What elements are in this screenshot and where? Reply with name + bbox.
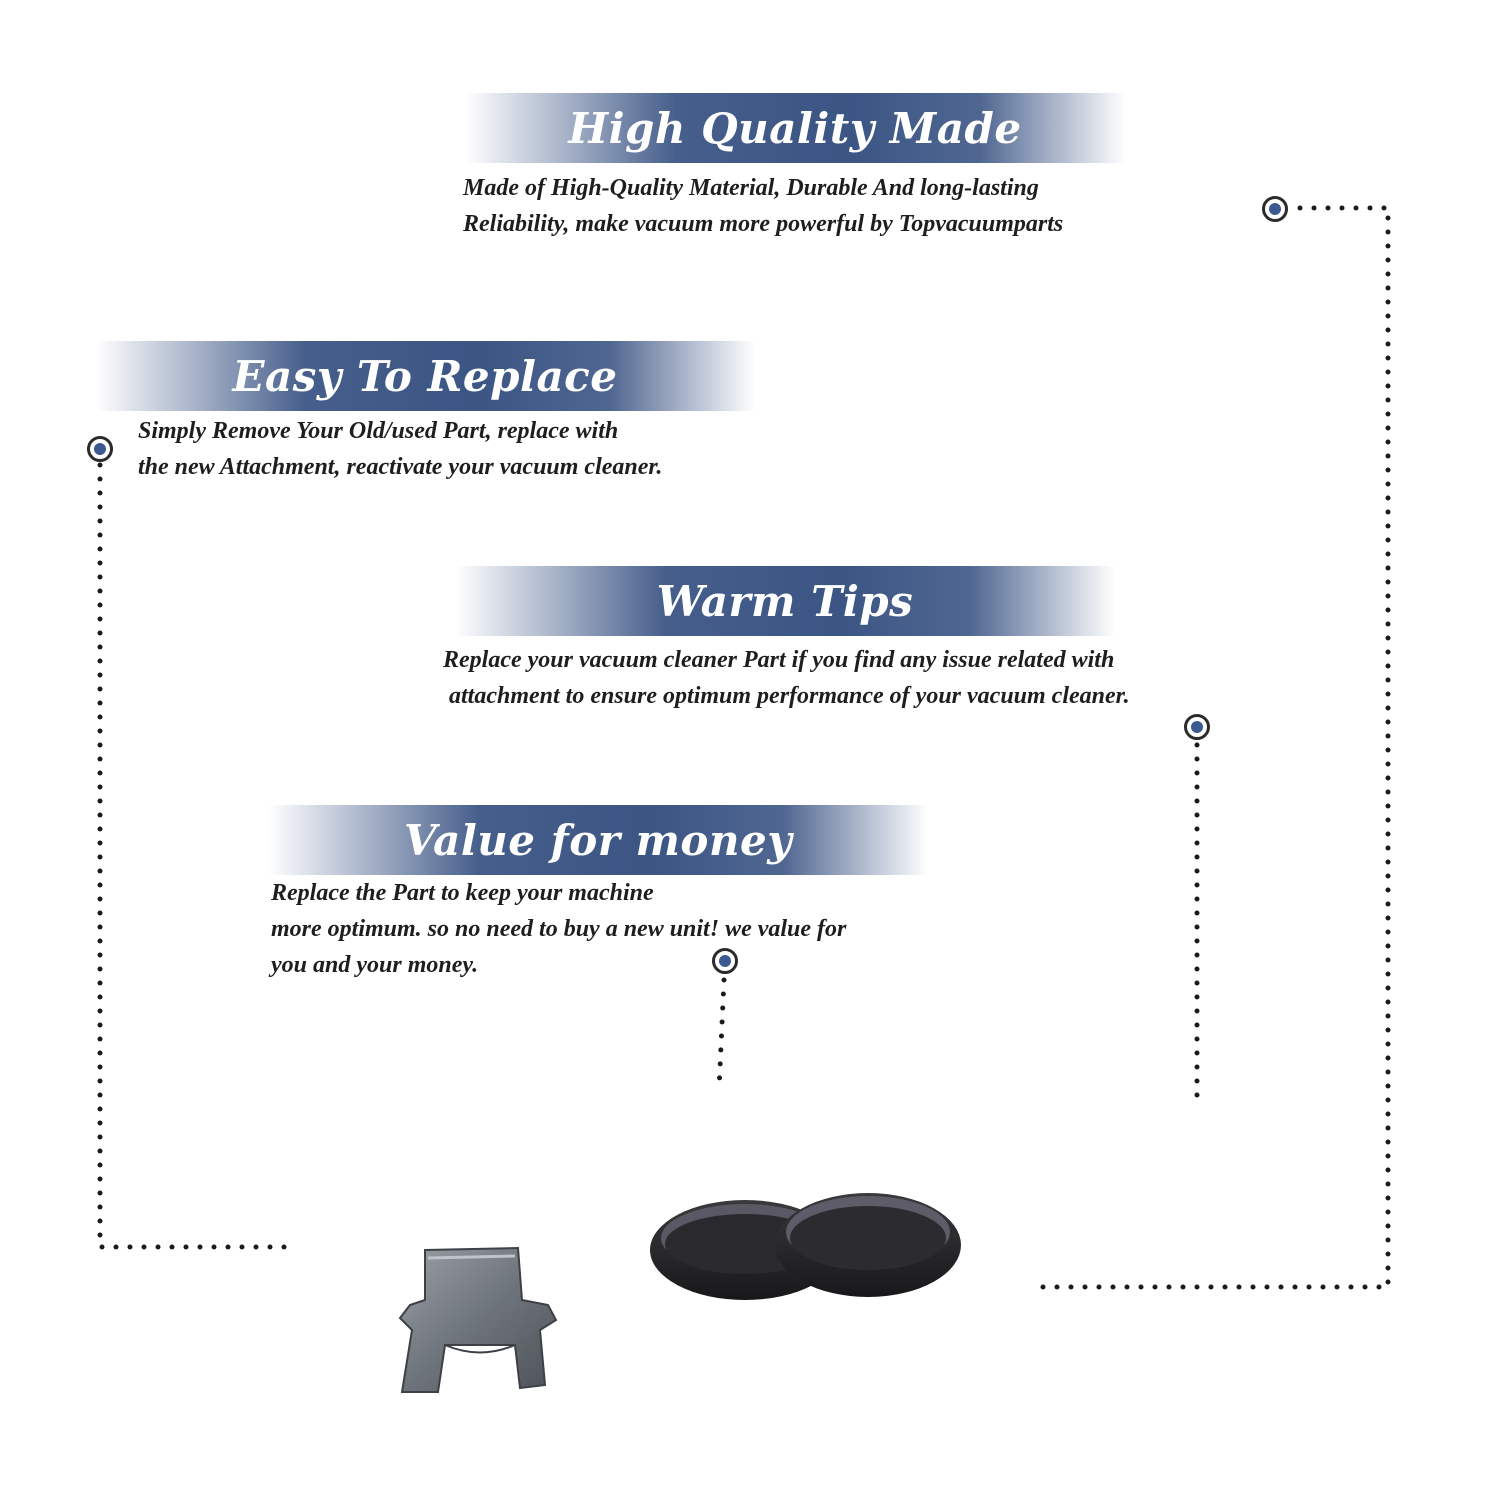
drive-belts-image — [650, 1193, 961, 1300]
description-line: the new Attachment, reactivate your vacu… — [138, 454, 663, 480]
description-line: attachment to ensure optimum performance… — [443, 683, 1130, 709]
connector-high-quality — [1037, 205, 1391, 1290]
connector-value — [716, 977, 727, 1093]
description-line: Replace your vacuum cleaner Part if you … — [443, 647, 1115, 673]
section-title: Value for money — [403, 815, 793, 865]
connector-easy-replace — [97, 462, 298, 1250]
description-line: more optimum. so no need to buy a new un… — [271, 916, 847, 942]
description-line: Replace the Part to keep your machine — [271, 880, 654, 906]
description-line: Simply Remove Your Old/used Part, replac… — [138, 418, 619, 444]
banner-easy-replace: Easy To Replace — [95, 341, 755, 411]
description-line: Reliability, make vacuum more powerful b… — [463, 211, 1064, 237]
metal-clip-image — [398, 1246, 558, 1393]
description-line: you and your money. — [271, 952, 479, 978]
marker-icon — [712, 948, 738, 974]
marker-icon — [87, 436, 113, 462]
section-title: High Quality Made — [568, 103, 1022, 153]
marker-icon — [1262, 196, 1288, 222]
section-title: Warm Tips — [656, 576, 914, 626]
section-title: Easy To Replace — [232, 351, 618, 401]
banner-warm-tips: Warm Tips — [455, 566, 1115, 636]
banner-high-quality: High Quality Made — [465, 93, 1125, 163]
banner-value-money: Value for money — [268, 805, 928, 875]
description-line: Made of High-Quality Material, Durable A… — [463, 175, 1039, 201]
marker-icon — [1184, 714, 1210, 740]
section-description: Replace your vacuum cleaner Part if you … — [443, 642, 1130, 714]
section-description: Replace the Part to keep your machine mo… — [271, 875, 846, 983]
section-description: Made of High-Quality Material, Durable A… — [463, 170, 1063, 242]
section-description: Simply Remove Your Old/used Part, replac… — [138, 413, 662, 485]
